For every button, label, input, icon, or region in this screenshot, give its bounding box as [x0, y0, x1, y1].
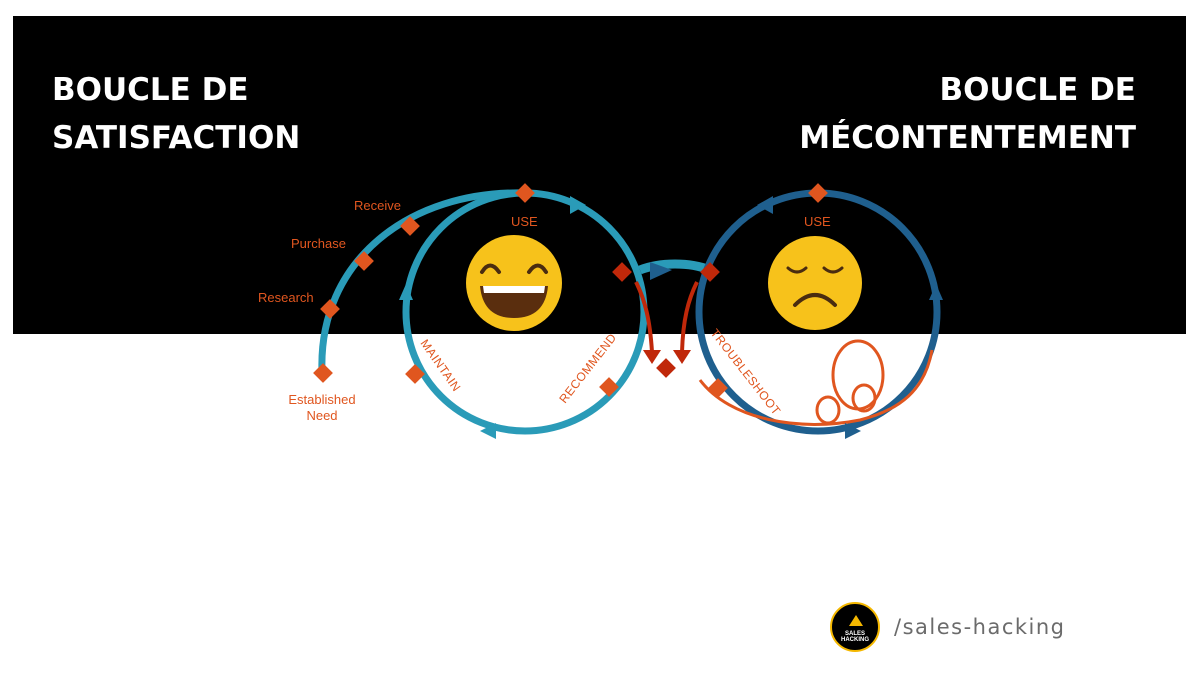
research-marker [320, 299, 340, 319]
satisfaction-entry-arc [318, 189, 526, 373]
exit-arrow-right [680, 281, 699, 353]
dissatisfaction-title-line2: MÉCONTENTEMENT [799, 120, 1136, 156]
troubleshoot-loop-medium [851, 383, 877, 413]
connector-arrow-icon [650, 262, 672, 280]
social-handle: /sales-hacking [894, 615, 1066, 639]
ring-arrow-icon [399, 284, 413, 300]
receive-label: Receive [354, 198, 401, 213]
satisfaction-loop-title: BOUCLE DE SATISFACTION [52, 66, 300, 162]
satisfaction-title-line1: BOUCLE DE [52, 72, 249, 108]
use-label-satisfaction: USE [511, 214, 538, 229]
troubleshoot-marker [708, 378, 728, 398]
title-banner [13, 16, 1186, 334]
dissatisfaction-loop-title: BOUCLE DE MÉCONTENTEMENT [799, 66, 1136, 162]
purchase-label: Purchase [291, 236, 346, 251]
dissatisfaction-title-line1: BOUCLE DE [939, 72, 1136, 108]
receive-marker [400, 216, 420, 236]
ring-arrow-icon [845, 423, 861, 439]
happy-face-icon [466, 235, 562, 331]
research-label: Research [258, 290, 314, 305]
exit-arrow-left [634, 281, 654, 353]
satisfaction-exit-marker [612, 262, 632, 282]
exit-arrow-left-head-icon [643, 350, 661, 364]
use-marker-satisfaction [515, 183, 535, 203]
sales-hacking-logo-icon: SALES HACKING [830, 602, 880, 652]
recommend-marker [599, 377, 619, 397]
bottom-exit-marker [656, 358, 676, 378]
logo-text: SALES HACKING [841, 631, 869, 643]
established-need-marker [313, 363, 333, 383]
maintain-marker [405, 364, 425, 384]
maintain-label: MAINTAIN [418, 337, 464, 395]
troubleshoot-loop-small [815, 395, 841, 425]
troubleshoot-spiral [698, 349, 934, 426]
ring-arrow-icon [757, 196, 773, 214]
use-label-dissatisfaction: USE [804, 214, 831, 229]
exit-arrow-right-head-icon [673, 350, 691, 364]
ring-arrow-icon [929, 284, 943, 300]
sad-face-icon [768, 236, 862, 330]
ring-arrow-icon [480, 423, 496, 439]
footer: SALES HACKING /sales-hacking [830, 602, 1066, 652]
use-marker-dissatisfaction [808, 183, 828, 203]
satisfaction-title-line2: SATISFACTION [52, 120, 301, 156]
ring-arrow-icon [570, 196, 586, 214]
established-need-label-line1: Established [288, 392, 355, 407]
dissatisfaction-exit-marker [700, 262, 720, 282]
established-need-label-line2: Need [306, 408, 337, 423]
purchase-marker [354, 251, 374, 271]
